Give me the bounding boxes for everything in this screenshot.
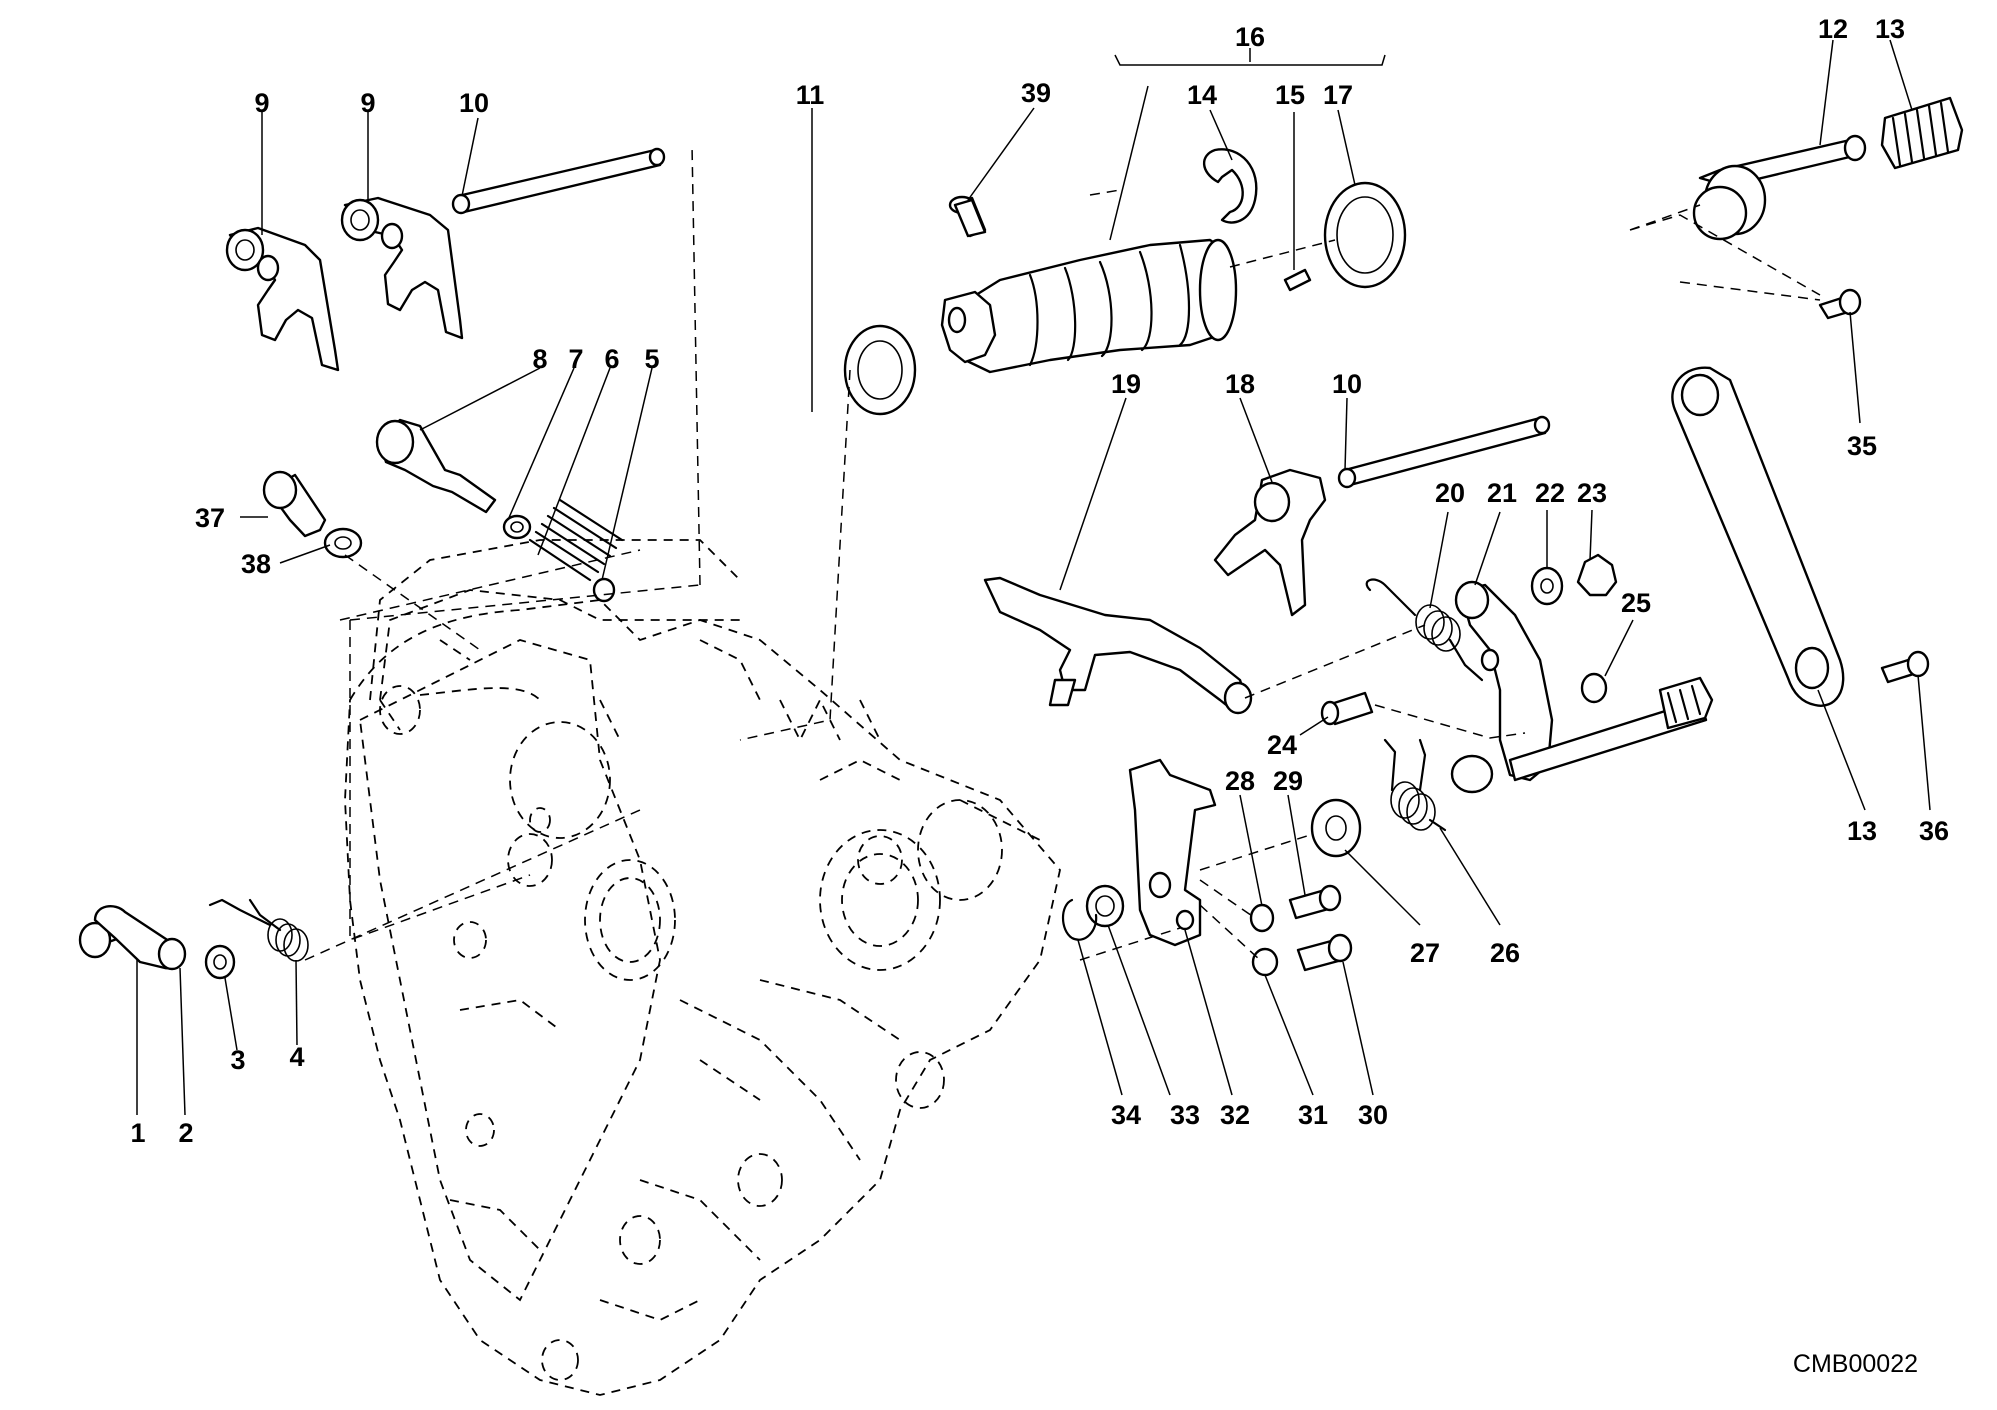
callout-25: 24 [1267,730,1297,760]
callout-6: 6 [604,344,619,374]
callout-1: 1 [130,1118,145,1148]
callout-24: 23 [1577,478,1607,508]
callout-10: 10 [459,88,489,118]
callout-31: 30 [1358,1100,1388,1130]
callout-12: 12 [1818,14,1848,44]
bolts-30-31 [1288,884,1353,972]
shift-shaft-lever-22 [1450,580,1714,794]
callout-18: 17 [1323,80,1353,110]
shift-drum-assembly [843,148,1407,416]
shift-forks-upper [225,196,464,372]
callout-23: 22 [1535,478,1565,508]
callout-5: 5 [644,344,659,374]
callout-21: 20 [1435,478,1465,508]
callout-37: 37 [195,503,225,533]
detent-bolt-assembly [375,418,624,603]
callout-19: 18 [1225,369,1255,399]
callout-16: 15 [1275,80,1305,110]
shift-pedal-linkage-12-13-14 [1671,96,1964,707]
callout-26: 25 [1621,588,1651,618]
callout-22: 21 [1487,478,1517,508]
callout-34: 33 [1170,1100,1200,1130]
callout-9: 9 [254,88,269,118]
callout-7: 7 [568,344,583,374]
callout-38: 38 [241,549,271,579]
callout-4: 4 [289,1042,304,1072]
callout-36: 35 [1847,431,1877,461]
callout-15: 14 [1187,80,1217,110]
callout-8: 8 [532,344,547,374]
callout-28: 27 [1410,938,1440,968]
callout-20: 19 [1111,369,1141,399]
callout-labels: 9 9 10 11 39 16 14 15 17 12 13 8 7 6 5 3… [130,14,1949,1148]
callout-17: 16 [1235,22,1265,52]
callout-39: 39 [1021,78,1051,108]
drawing-code: CMB00022 [1793,1350,1918,1378]
callout-10: 10 [1332,369,1362,399]
leader-lines [136,39,1931,1116]
washers-28-29-32-34-35 [1061,798,1362,977]
pin-25 [1320,691,1374,726]
callout-33: 32 [1220,1100,1250,1130]
lower-left-parts-1-2-3-4 [78,898,309,980]
crankcase-outline [344,539,1061,1396]
callout-32: 31 [1298,1100,1328,1130]
callout-29: 28 [1225,766,1255,796]
shift-fork-shaft-upper [451,147,666,215]
detent-lever-20 [983,576,1253,715]
callout-27: 26 [1490,938,1520,968]
callout-3: 3 [230,1045,245,1075]
stopper-plate-33 [1128,758,1217,947]
bolt-39 [953,198,987,238]
callout-36: 36 [1919,816,1949,846]
shift-fork-19-and-shaft [1213,415,1551,617]
washers-23-24-26 [1530,553,1618,704]
callout-2: 2 [178,1118,193,1148]
callout-11: 11 [796,80,825,110]
callout-35: 34 [1111,1100,1141,1130]
callout-14: 13 [1847,816,1877,846]
callout-30: 29 [1273,766,1303,796]
callout-13: 13 [1875,14,1905,44]
springs-21-27-6 [1365,578,1484,832]
bolt-37-washer-38 [262,470,363,559]
callout-9: 9 [360,88,375,118]
